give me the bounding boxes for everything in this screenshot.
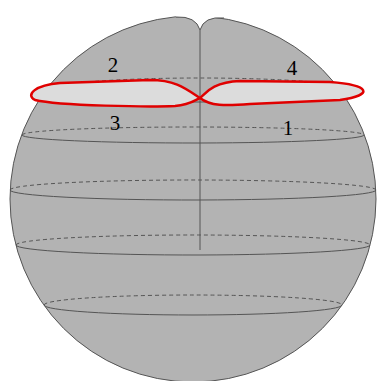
seam — [200, 30, 201, 250]
callout-number: 3 — [110, 113, 121, 134]
callout-number: 2 — [108, 55, 119, 76]
callout-number: 1 — [283, 118, 294, 139]
latitude-lines — [10, 78, 376, 315]
sphere — [10, 16, 376, 381]
top-notch — [176, 10, 224, 30]
callout-number: 4 — [287, 58, 298, 79]
top-notch-edge — [176, 17, 224, 30]
red-curve — [31, 80, 363, 106]
